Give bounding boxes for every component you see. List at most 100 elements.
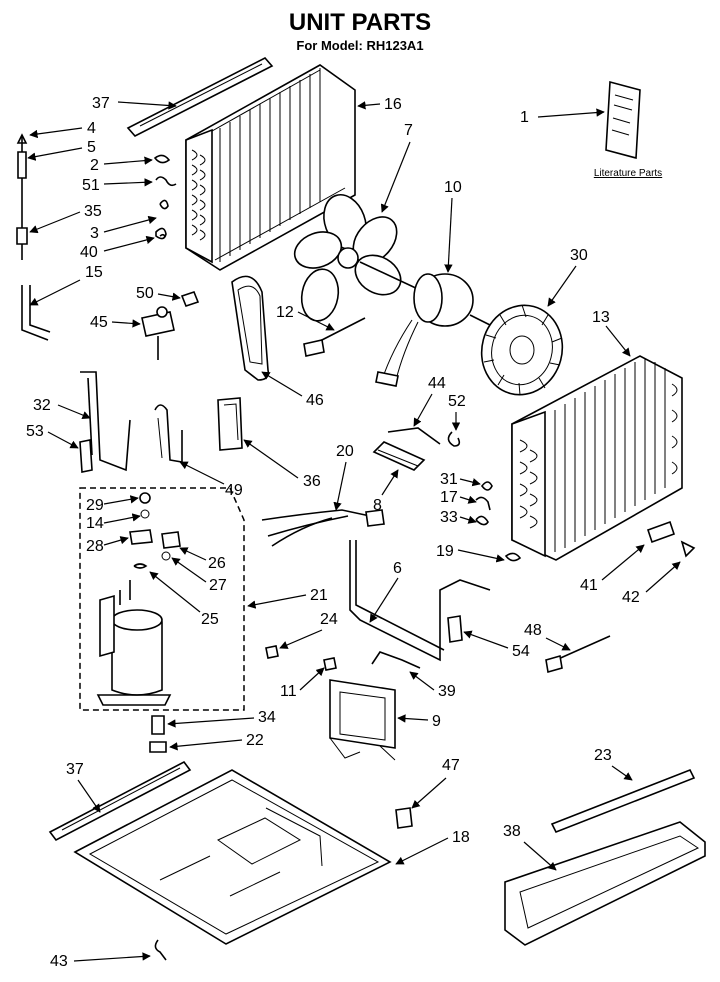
callout-14: 14 bbox=[86, 515, 104, 532]
part-clips-left bbox=[153, 154, 177, 240]
callout-2: 2 bbox=[90, 157, 99, 174]
callout-15: 15 bbox=[85, 264, 103, 281]
part-tubes-left bbox=[79, 371, 243, 473]
part-8 bbox=[372, 441, 426, 471]
callout-33: 33 bbox=[440, 509, 458, 526]
model-subtitle: For Model: RH123A1 bbox=[296, 38, 423, 53]
callout-22: 22 bbox=[246, 732, 264, 749]
callout-6: 6 bbox=[393, 560, 402, 577]
callout-35: 35 bbox=[84, 203, 102, 220]
callout-9: 9 bbox=[432, 713, 441, 730]
callout-45: 45 bbox=[90, 314, 108, 331]
part-cap-tube bbox=[16, 133, 28, 260]
callout-5: 5 bbox=[87, 139, 96, 156]
part-41 bbox=[646, 520, 676, 544]
callout-17: 17 bbox=[440, 489, 458, 506]
part-valve-45 bbox=[141, 306, 175, 360]
callout-36: 36 bbox=[303, 473, 321, 490]
callout-21: 21 bbox=[310, 587, 328, 604]
callout-3: 3 bbox=[90, 225, 99, 242]
callout-37-bottom: 37 bbox=[66, 761, 84, 778]
callout-23: 23 bbox=[594, 747, 612, 764]
part-wire-tie-12 bbox=[303, 317, 366, 357]
part-seal-strip-top bbox=[126, 57, 274, 137]
callout-42: 42 bbox=[622, 589, 640, 606]
part-compressor-small bbox=[129, 492, 181, 569]
part-refrigerant-tube bbox=[349, 540, 491, 662]
callout-layer: 1 2 3 4 5 6 7 8 9 10 11 12 13 14 15 16 1… bbox=[26, 95, 681, 970]
literature-label: Literature Parts bbox=[594, 168, 662, 179]
callout-7: 7 bbox=[404, 122, 413, 139]
page-title: UNIT PARTS bbox=[289, 9, 431, 36]
callout-52: 52 bbox=[448, 393, 466, 410]
callout-13: 13 bbox=[592, 309, 610, 326]
part-39 bbox=[371, 651, 421, 669]
part-54 bbox=[447, 615, 463, 643]
part-22 bbox=[149, 741, 167, 753]
part-52 bbox=[447, 431, 461, 447]
callout-51: 51 bbox=[82, 177, 100, 194]
callout-11: 11 bbox=[280, 683, 297, 700]
callout-43: 43 bbox=[50, 953, 68, 970]
callout-49: 49 bbox=[225, 482, 243, 499]
part-11 bbox=[323, 657, 337, 671]
part-44 bbox=[387, 427, 441, 445]
callout-34: 34 bbox=[258, 709, 276, 726]
part-34 bbox=[151, 715, 165, 735]
callout-30: 30 bbox=[570, 247, 588, 264]
part-clips-right bbox=[475, 481, 522, 562]
callout-1: 1 bbox=[520, 109, 529, 126]
part-seal-strip-bottom bbox=[48, 760, 192, 842]
callout-25: 25 bbox=[201, 611, 219, 628]
part-42 bbox=[680, 540, 696, 558]
callout-38: 38 bbox=[503, 823, 521, 840]
part-bracket-9 bbox=[329, 679, 396, 761]
part-wire-harness bbox=[261, 509, 385, 547]
part-compressor bbox=[96, 580, 172, 706]
callout-26: 26 bbox=[208, 555, 226, 572]
callout-54: 54 bbox=[512, 643, 530, 660]
part-50 bbox=[180, 291, 200, 307]
part-47 bbox=[395, 807, 413, 829]
callout-46: 46 bbox=[306, 392, 324, 409]
callout-28: 28 bbox=[86, 538, 104, 555]
compressor-group-box bbox=[79, 487, 245, 711]
callout-27: 27 bbox=[209, 577, 227, 594]
callout-4: 4 bbox=[87, 120, 96, 137]
part-38 bbox=[504, 821, 706, 946]
callout-18: 18 bbox=[452, 829, 470, 846]
part-tube-15 bbox=[21, 285, 49, 341]
part-43 bbox=[154, 939, 167, 961]
callout-44: 44 bbox=[428, 375, 446, 392]
callout-40: 40 bbox=[80, 244, 98, 261]
callout-31: 31 bbox=[440, 471, 458, 488]
part-23 bbox=[550, 768, 696, 834]
callout-50: 50 bbox=[136, 285, 154, 302]
part-wire-tie-48 bbox=[545, 635, 611, 674]
callout-12: 12 bbox=[276, 304, 294, 321]
callout-48: 48 bbox=[524, 622, 542, 639]
callout-29: 29 bbox=[86, 497, 104, 514]
part-blower-wheel bbox=[480, 304, 564, 396]
part-condenser-coil bbox=[185, 64, 356, 271]
callout-47: 47 bbox=[442, 757, 460, 774]
callout-41: 41 bbox=[580, 577, 598, 594]
part-literature: Literature Parts bbox=[594, 80, 662, 179]
callout-16: 16 bbox=[384, 96, 402, 113]
callout-39: 39 bbox=[438, 683, 456, 700]
callout-32: 32 bbox=[33, 397, 51, 414]
part-24 bbox=[265, 645, 279, 659]
part-evaporator-coil bbox=[511, 355, 683, 561]
callout-10: 10 bbox=[444, 179, 462, 196]
part-gasket-46 bbox=[231, 275, 270, 381]
callout-53: 53 bbox=[26, 423, 44, 440]
callout-37-top: 37 bbox=[92, 95, 110, 112]
callout-8: 8 bbox=[373, 497, 382, 514]
callout-19: 19 bbox=[436, 543, 454, 560]
part-base-pan bbox=[73, 769, 392, 945]
part-fan-motor bbox=[359, 261, 501, 387]
callout-20: 20 bbox=[336, 443, 354, 460]
callout-24: 24 bbox=[320, 611, 338, 628]
